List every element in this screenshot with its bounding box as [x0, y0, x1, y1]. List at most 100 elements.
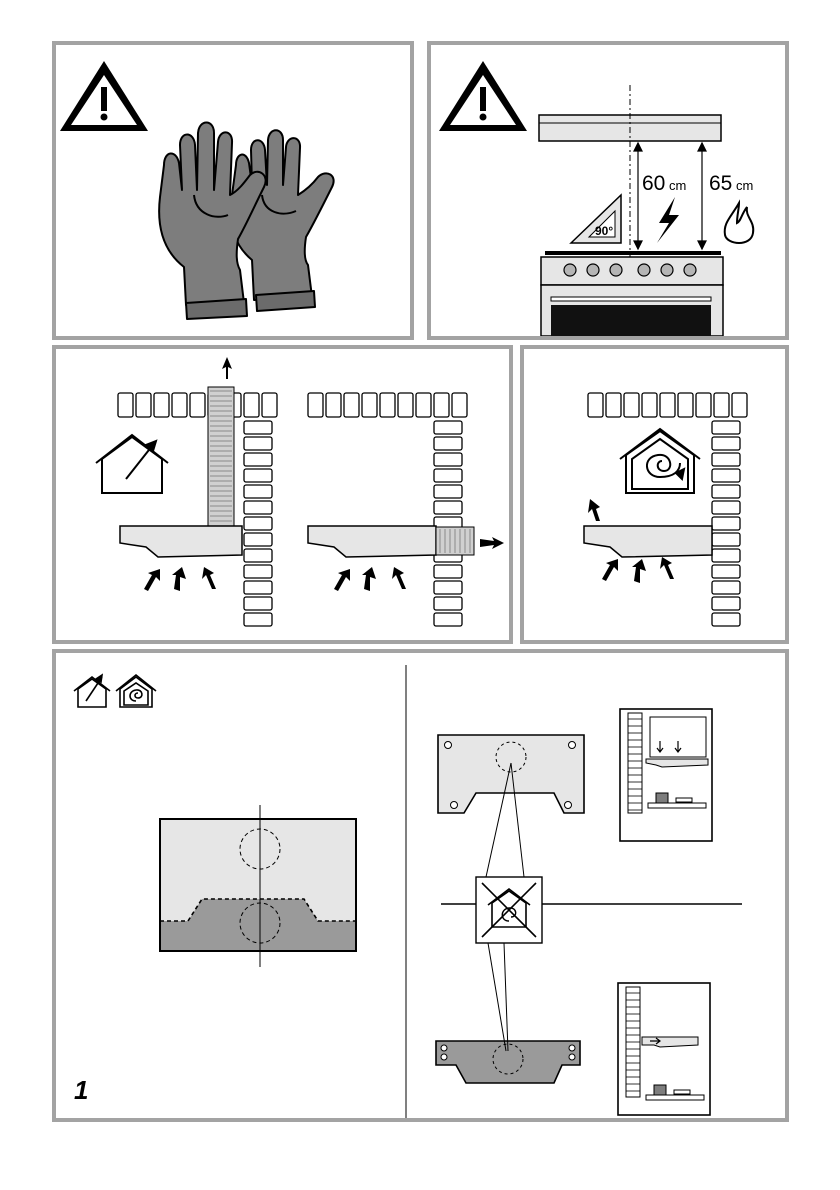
- warning-triangle-icon: [439, 61, 527, 131]
- brick: [712, 421, 740, 434]
- flame-icon: [725, 203, 754, 243]
- brick: [344, 393, 359, 417]
- panel-exhaust-modes: [52, 345, 513, 644]
- house-exhaust-icon: [74, 675, 110, 707]
- brick: [244, 597, 272, 610]
- duct-vertical: [208, 357, 234, 527]
- hood-exhaust-wall: [308, 526, 436, 557]
- brick: [398, 393, 413, 417]
- hood-recirculation: [584, 526, 712, 557]
- set-square-icon: 90°: [571, 195, 621, 243]
- dimension-lines: [634, 143, 706, 249]
- brick: [244, 613, 272, 626]
- brick: [434, 597, 462, 610]
- angle-label: 90°: [595, 224, 613, 238]
- gas-distance-value: 65: [709, 172, 732, 195]
- brick: [244, 421, 272, 434]
- gas-distance-unit: cm: [736, 178, 753, 193]
- panel-distance: 60 cm 65 cm 90°: [427, 41, 789, 340]
- intake-arrows: [144, 567, 406, 591]
- brick: [624, 393, 639, 417]
- brick: [244, 453, 272, 466]
- brick: [712, 613, 740, 626]
- brick: [172, 393, 187, 417]
- hood-exhaust-up: [120, 526, 242, 557]
- gloves-icon: [159, 123, 333, 320]
- brick: [262, 393, 277, 417]
- brick: [244, 393, 259, 417]
- arrow-right-icon: [480, 537, 504, 549]
- brick: [606, 393, 621, 417]
- brick: [380, 393, 395, 417]
- panel-recirculation: [520, 345, 789, 644]
- mounting-plate-upper: [438, 735, 584, 813]
- brick: [244, 469, 272, 482]
- brick: [712, 549, 740, 562]
- brick: [434, 485, 462, 498]
- figure-number: 1: [74, 1075, 88, 1105]
- brick: [326, 393, 341, 417]
- brick: [244, 485, 272, 498]
- brick: [244, 517, 272, 530]
- brick: [452, 393, 467, 417]
- installation-scene-upper: [620, 709, 712, 841]
- brick: [434, 421, 462, 434]
- house-recirculation-icon: [620, 429, 700, 493]
- brick: [244, 437, 272, 450]
- panel-installation: 1: [52, 649, 789, 1122]
- brick: [434, 613, 462, 626]
- brick: [712, 533, 740, 546]
- brick: [244, 533, 272, 546]
- brick: [642, 393, 657, 417]
- arrow-up-icon: [222, 357, 232, 379]
- brick: [712, 453, 740, 466]
- brick: [434, 581, 462, 594]
- brick: [712, 485, 740, 498]
- brick: [434, 565, 462, 578]
- brick-wall-right: [308, 393, 467, 626]
- brick: [416, 393, 431, 417]
- brick: [244, 501, 272, 514]
- brick: [712, 597, 740, 610]
- warning-triangle-icon: [60, 61, 148, 131]
- brick: [136, 393, 151, 417]
- no-recirculation-icon: [476, 877, 542, 943]
- brick: [732, 393, 747, 417]
- brick: [190, 393, 205, 417]
- arrow-out-icon: [588, 499, 600, 521]
- brick: [308, 393, 323, 417]
- brick: [434, 469, 462, 482]
- brick: [434, 453, 462, 466]
- brick: [696, 393, 711, 417]
- brick: [362, 393, 377, 417]
- brick: [714, 393, 729, 417]
- brick: [712, 501, 740, 514]
- panel-gloves: [52, 41, 414, 340]
- brick: [244, 549, 272, 562]
- intake-arrows-recirc: [602, 557, 674, 583]
- brick-wall-left: [118, 393, 277, 626]
- house-recirculation-icon: [116, 675, 156, 707]
- installation-scene-lower: [618, 983, 710, 1115]
- brick: [154, 393, 169, 417]
- brick: [712, 437, 740, 450]
- brick: [244, 581, 272, 594]
- brick: [588, 393, 603, 417]
- brick: [434, 501, 462, 514]
- house-exhaust-icon: [96, 435, 168, 493]
- brick: [118, 393, 133, 417]
- mounting-plate-large: [160, 805, 356, 967]
- brick: [244, 565, 272, 578]
- brick: [434, 393, 449, 417]
- electric-distance-unit: cm: [669, 178, 686, 193]
- electric-distance-value: 60: [642, 172, 665, 195]
- brick: [712, 581, 740, 594]
- brick: [434, 437, 462, 450]
- lightning-icon: [657, 197, 679, 243]
- brick: [712, 565, 740, 578]
- brick-wall-recirc: [588, 393, 747, 626]
- brick: [712, 469, 740, 482]
- brick: [660, 393, 675, 417]
- brick: [678, 393, 693, 417]
- brick: [712, 517, 740, 530]
